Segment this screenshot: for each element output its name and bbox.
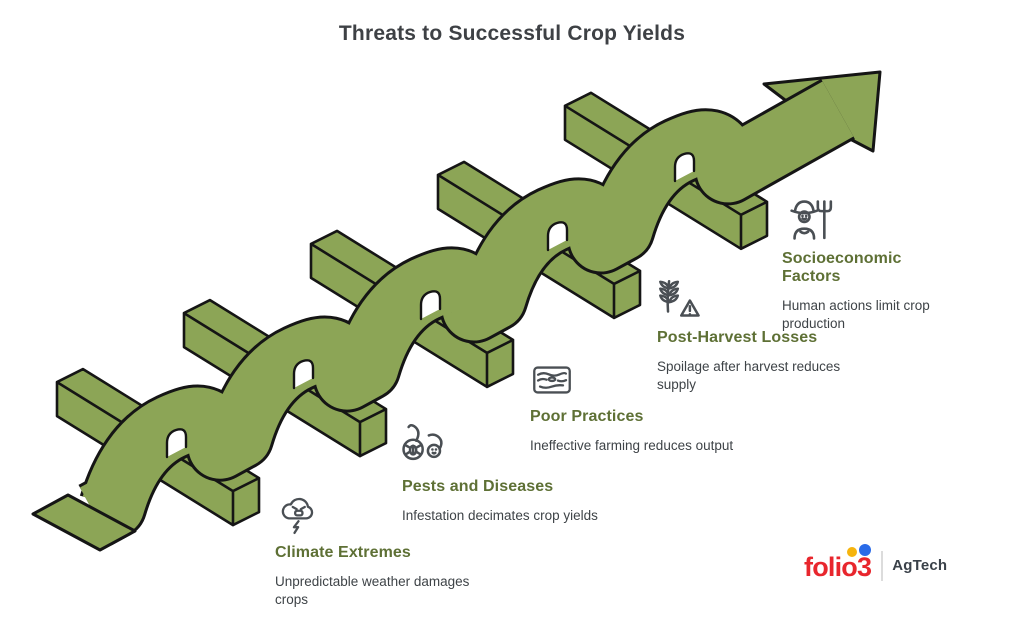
logo-division-text: AgTech xyxy=(892,557,948,574)
threat-poor-practices: Poor Practices Ineffective farming reduc… xyxy=(530,366,790,455)
threat-post-harvest-losses: Post-Harvest Losses Spoilage after harve… xyxy=(657,280,872,395)
threat-title: Pests and Diseases xyxy=(402,478,554,495)
threat-socioeconomic-factors: Socioeconomic Factors Human actions limi… xyxy=(782,200,957,334)
threat-title: Poor Practices xyxy=(530,408,644,425)
drape-fold-5 xyxy=(673,152,696,183)
logo-yellow-dot xyxy=(847,547,857,557)
page-title: Threats to Successful Crop Yields xyxy=(338,22,686,45)
wheat-warning-icon xyxy=(659,280,700,317)
threat-description: Human actions limit crop production xyxy=(782,298,930,332)
threat-description: Infestation decimates crop yields xyxy=(402,508,598,523)
folio3-agtech-logo: folio3 AgTech xyxy=(804,544,947,581)
threat-pests-diseases: Pests and Diseases Infestation decimates… xyxy=(402,423,662,525)
ribbon-tail xyxy=(31,493,137,552)
threat-description: Unpredictable weather damages crops xyxy=(275,574,470,608)
threat-description: Ineffective farming reduces output xyxy=(530,438,734,453)
farmer-pitchfork-icon xyxy=(790,200,833,240)
threat-climate-extremes: Climate Extremes Unpredictable weather d… xyxy=(275,497,490,610)
folio3-wordmark: folio3 xyxy=(804,544,872,582)
drape-fold-4 xyxy=(546,221,569,252)
drape-fold-3 xyxy=(419,290,442,321)
logo-brand-text: folio3 xyxy=(804,552,872,582)
logo-blue-dot xyxy=(859,544,871,556)
threat-title: Socioeconomic Factors xyxy=(782,250,902,285)
drape-fold-1 xyxy=(165,428,188,459)
logo-divider xyxy=(881,550,884,581)
threat-title: Post-Harvest Losses xyxy=(657,329,818,346)
field-practices-icon xyxy=(533,366,571,394)
pest-magnifier-icon xyxy=(402,423,443,461)
drape-fold-2 xyxy=(292,359,315,390)
threat-title: Climate Extremes xyxy=(275,544,411,561)
storm-cloud-icon xyxy=(281,497,314,535)
threat-description: Spoilage after harvest reduces supply xyxy=(657,359,841,393)
